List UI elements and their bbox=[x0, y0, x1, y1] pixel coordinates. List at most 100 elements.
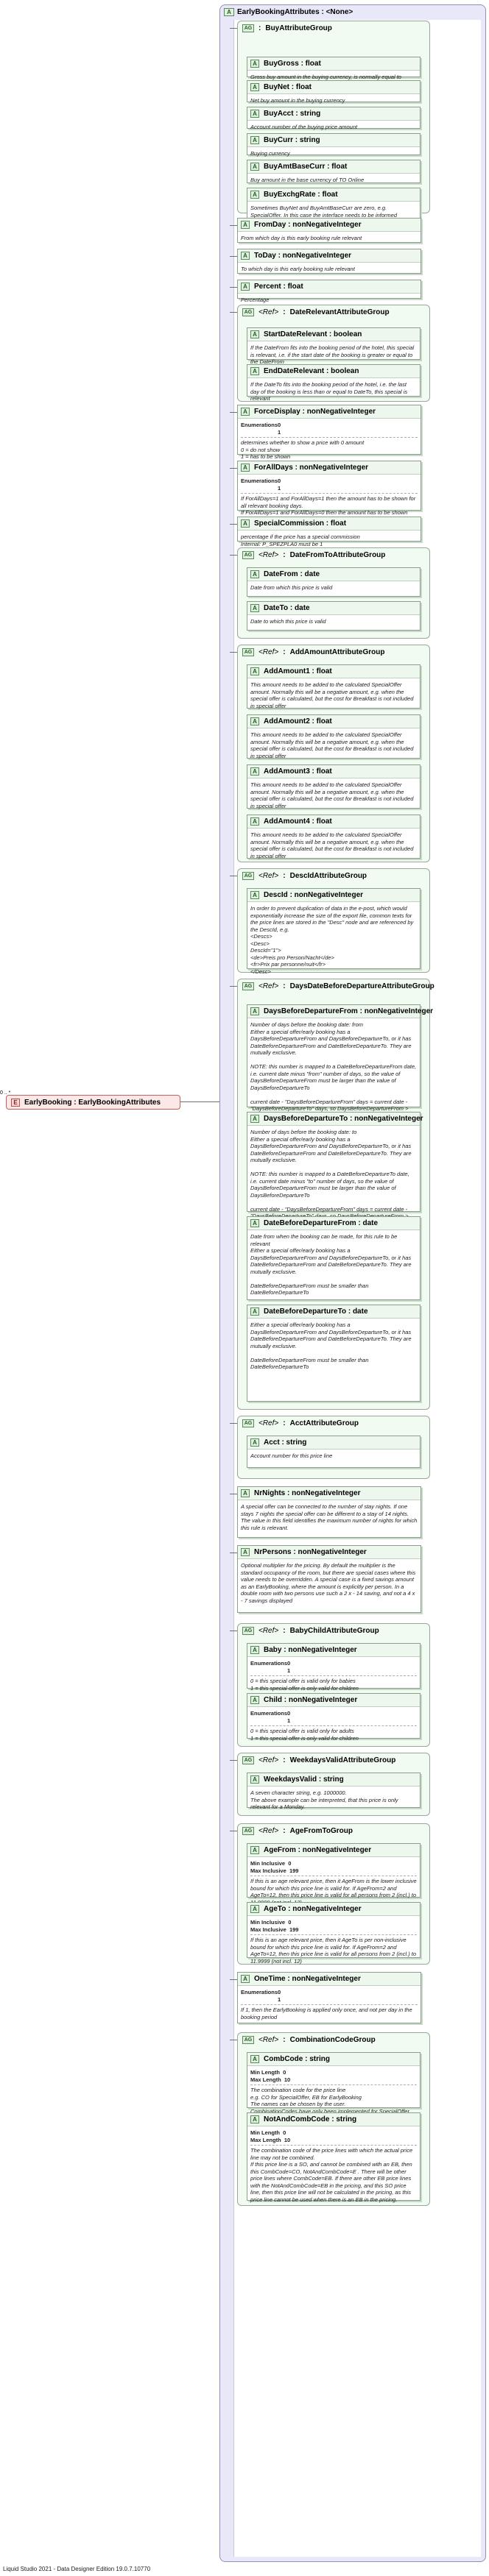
separator: : bbox=[283, 2036, 286, 2044]
cardinality-label: 0 .. * bbox=[0, 1090, 11, 1096]
group-title: AG<Ref>:DateRelevantAttributeGroup bbox=[242, 308, 390, 316]
attribute-icon: A bbox=[250, 717, 259, 725]
facet-label: Enumerations bbox=[241, 1989, 278, 1995]
tree-connector bbox=[230, 555, 237, 556]
complex-type-header: A EarlyBookingAttributes : <None> bbox=[224, 6, 353, 18]
facet-label: Enumerations bbox=[241, 478, 278, 484]
separator: : bbox=[283, 648, 286, 656]
doc-text: To which day is this early booking rule … bbox=[241, 266, 355, 272]
doc-text: A special offer can be connected to the … bbox=[241, 1503, 418, 1531]
doc-text: If the DateTo fits into the booking peri… bbox=[250, 381, 409, 402]
separator: : bbox=[283, 1827, 286, 1835]
attribute-name: NotAndCombCode : string bbox=[264, 2115, 357, 2123]
attribute-group-daysdatebeforedepartureattributegroup[interactable]: AG<Ref>:DaysDateBeforeDepartureAttribute… bbox=[237, 979, 435, 1410]
group-name: AddAmountAttributeGroup bbox=[289, 648, 385, 656]
ref-label: <Ref> bbox=[258, 1627, 279, 1635]
element-label: EarlyBooking : EarlyBookingAttributes bbox=[24, 1098, 161, 1107]
attribute-icon: A bbox=[250, 1905, 259, 1913]
attribute-group-icon: AG bbox=[242, 308, 254, 316]
separator: : bbox=[283, 1627, 286, 1635]
separator: : bbox=[283, 982, 286, 990]
doc-separator bbox=[250, 2145, 417, 2146]
tree-connector bbox=[230, 1760, 237, 1761]
facet-label: Min Inclusive 0 Max Inclusive 199 bbox=[250, 1860, 299, 1874]
separator: : bbox=[283, 1756, 286, 1764]
doc-text: Account number for this price line bbox=[250, 1452, 333, 1459]
group-title: AG<Ref>:CombinationCodeGroup bbox=[242, 2036, 376, 2044]
element-icon: E bbox=[11, 1098, 20, 1107]
complex-type-title: EarlyBookingAttributes : <None> bbox=[237, 7, 353, 16]
group-name: DaysDateBeforeDepartureAttributeGroup bbox=[289, 982, 435, 990]
element-cardinality: 0 .. * bbox=[0, 1090, 10, 1096]
element-early-booking[interactable]: E EarlyBooking : EarlyBookingAttributes bbox=[6, 1095, 180, 1110]
doc-text: percentage if the price has a special co… bbox=[241, 533, 360, 547]
doc-separator bbox=[250, 2084, 417, 2085]
doc-text: Date from when the booking can be made, … bbox=[250, 1233, 412, 1296]
separator: : bbox=[283, 308, 286, 316]
attribute-documentation: In order to prevent duplication of data … bbox=[250, 905, 417, 989]
doc-text: The combination code for the price line … bbox=[250, 2087, 409, 2121]
attribute-name: ForceDisplay : nonNegativeInteger bbox=[254, 408, 376, 416]
attribute-name: AddAmount3 : float bbox=[264, 767, 332, 776]
doc-text: The combination code of the price lines … bbox=[250, 2147, 413, 2203]
attribute-icon: A bbox=[250, 1115, 259, 1123]
attribute-group-icon: AG bbox=[242, 2036, 254, 2044]
